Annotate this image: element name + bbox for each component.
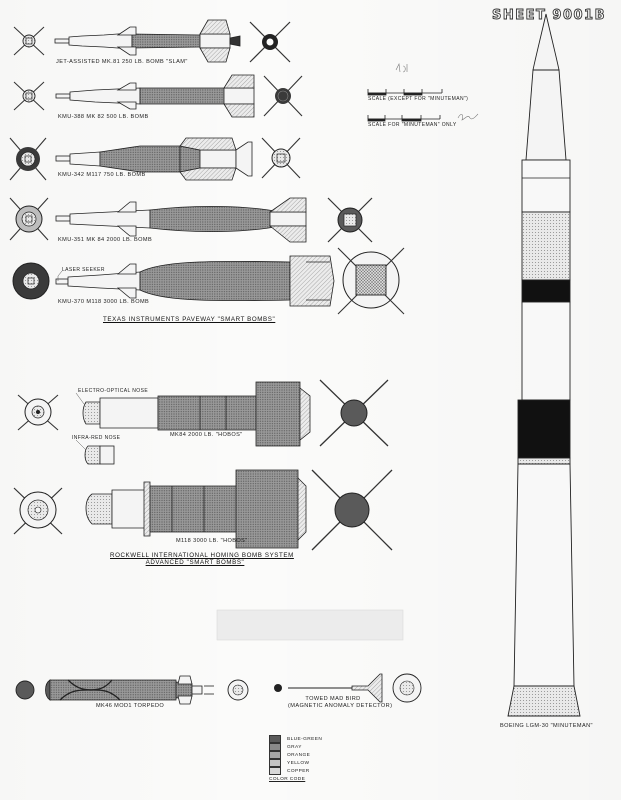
- torpedo-rear-view: [227, 679, 249, 701]
- mk84-hobos-label: MK84 2000 LB. "HOBOS": [170, 432, 243, 438]
- kmu388-front-view: [13, 81, 45, 111]
- kmu370-side-view: [55, 255, 335, 307]
- minuteman-missile: [507, 13, 581, 717]
- kmu370-rear-view: [337, 247, 405, 315]
- mad-bird-line1: TOWED MAD BIRD: [305, 696, 361, 702]
- m118-hobos-side-view: [85, 469, 307, 549]
- scale-general-label: SCALE (EXCEPT FOR "MINUTEMAN"): [368, 96, 469, 102]
- infra-red-nose: [84, 445, 115, 465]
- torpedo-front-view: [15, 680, 35, 700]
- slam-rear-view: [249, 21, 291, 63]
- kmu388-side-view: [55, 74, 255, 118]
- scale-minuteman-label: SCALE FOR "MINUTEMAN" ONLY: [368, 122, 457, 128]
- legend-label: GRAY: [287, 744, 302, 750]
- kmu342-rear-view: [261, 137, 301, 179]
- kmu342-label: KMU-342 M117 750 LB. BOMB: [58, 172, 146, 178]
- legend-label: YELLOW: [287, 760, 310, 766]
- slam-front-view: [13, 26, 45, 56]
- mad-bird-label: TOWED MAD BIRD (MAGNETIC ANOMALY DETECTO…: [288, 696, 392, 710]
- kmu388-rear-view: [263, 75, 303, 117]
- mad-bird-front-view: [274, 684, 282, 692]
- legend-item: GRAY: [269, 743, 322, 751]
- legend-swatch: [269, 735, 281, 743]
- paveway-title: TEXAS INSTRUMENTS PAVEWAY "SMART BOMBS": [103, 316, 276, 323]
- mk84-hobos-front-view: [17, 394, 59, 431]
- mk84-hobos-rear-view: [319, 379, 389, 447]
- legend-label: BLUE-GREEN: [287, 736, 323, 742]
- mad-bird-line2: (MAGNETIC ANOMALY DETECTOR): [288, 702, 393, 709]
- minuteman-label: BOEING LGM-30 "MINUTEMAN": [500, 723, 593, 729]
- kmu342-front-view: [9, 137, 47, 181]
- scale-bar-general: [367, 89, 443, 96]
- kmu370-label: KMU-370 M118 3000 LB. BOMB: [58, 299, 150, 305]
- kmu351-rear-view: [327, 197, 373, 243]
- blank-panel: [216, 609, 404, 641]
- legend-swatch: [269, 759, 281, 767]
- legend-swatch: [269, 743, 281, 751]
- legend-swatch: [269, 767, 281, 775]
- handwritten-marks: [395, 62, 479, 121]
- mad-bird-side-view: [288, 673, 383, 703]
- legend-item: ORANGE: [269, 751, 322, 759]
- m118-hobos-rear-view: [311, 469, 393, 551]
- slam-side-view: [54, 19, 241, 63]
- mk84-hobos-side-view: [82, 381, 311, 447]
- torpedo-label: MK46 MOD1 TORPEDO: [96, 703, 165, 709]
- kmu351-label: KMU-351 MK 84 2000 LB. BOMB: [58, 237, 153, 243]
- kmu370-front-view: [12, 262, 50, 300]
- kmu342-side-view: [55, 137, 253, 181]
- leader-lines: [57, 270, 87, 451]
- legend-swatch: [269, 751, 281, 759]
- legend-item: YELLOW: [269, 759, 322, 767]
- m118-hobos-label: M118 3000 LB. "HOBOS": [176, 538, 248, 544]
- legend-item: BLUE-GREEN: [269, 735, 322, 743]
- hobos-title-line1: ROCKWELL INTERNATIONAL HOMING BOMB SYSTE…: [110, 552, 294, 559]
- kmu351-front-view: [9, 197, 49, 241]
- legend-item: COPPER: [269, 767, 322, 775]
- legend-label: ORANGE: [287, 752, 311, 758]
- sheet-number: SHEET 9001B: [492, 8, 606, 24]
- color-code-legend: BLUE-GREEN GRAY ORANGE YELLOW COPPER COL…: [269, 735, 322, 782]
- kmu388-label: KMU-388 MK 82 500 LB. BOMB: [58, 114, 149, 120]
- electro-optical-nose-label: ELECTRO-OPTICAL NOSE: [78, 388, 149, 394]
- m118-hobos-front-view: [13, 487, 63, 535]
- slam-label: JET-ASSISTED MK.81 250 LB. BOMB "SLAM": [56, 59, 188, 65]
- kmu351-side-view: [55, 197, 307, 243]
- hobos-title: ROCKWELL INTERNATIONAL HOMING BOMB SYSTE…: [110, 552, 293, 567]
- infra-red-nose-label: INFRA-RED NOSE: [72, 435, 121, 441]
- laser-seeker-label: LASER SEEKER: [62, 267, 105, 273]
- torpedo-side-view: [45, 675, 214, 705]
- scale-bar-minuteman: [367, 115, 441, 122]
- mad-bird-rear-view: [392, 673, 422, 703]
- legend-caption: COLOR CODE: [269, 777, 306, 782]
- legend-label: COPPER: [287, 768, 310, 774]
- hobos-title-line2: ADVANCED "SMART BOMBS": [145, 559, 245, 567]
